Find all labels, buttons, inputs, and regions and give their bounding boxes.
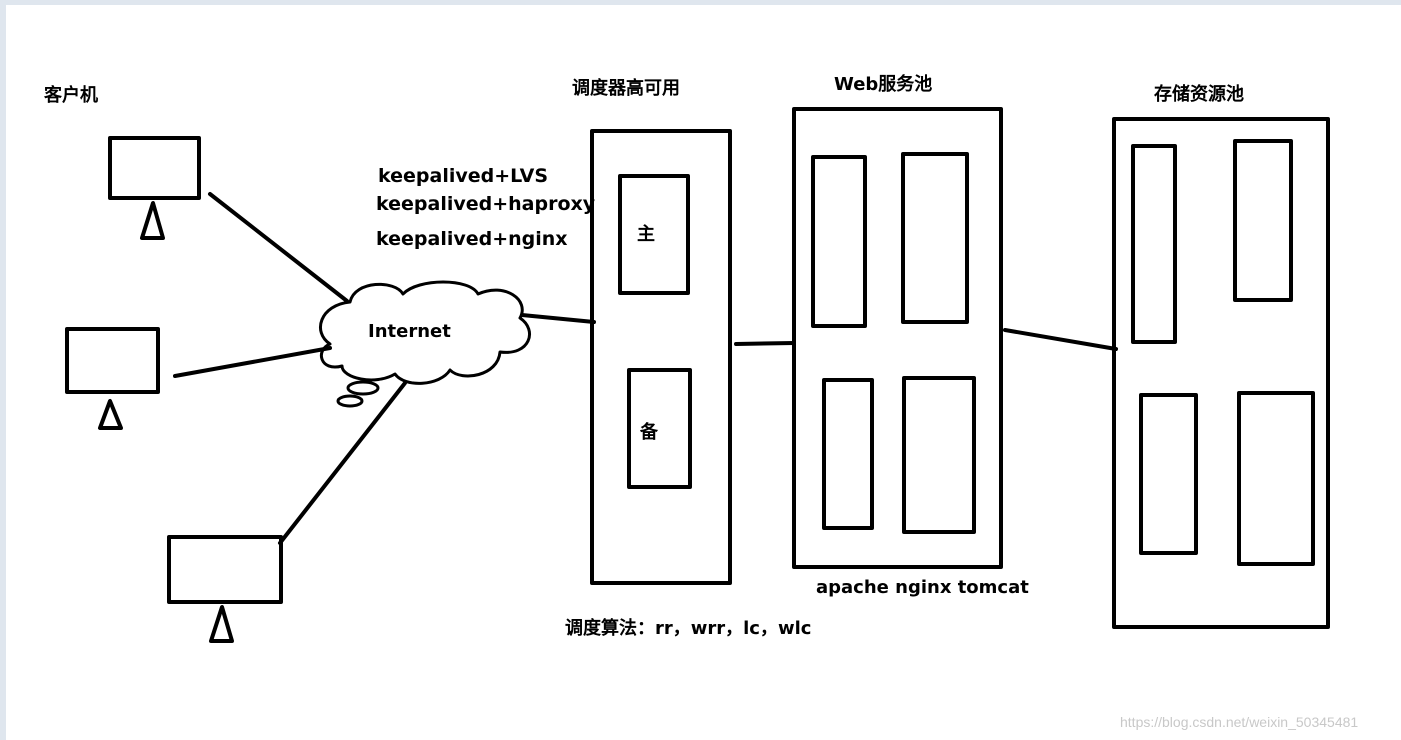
internet-cloud	[319, 280, 531, 408]
web-pool-label: Web服务池	[834, 74, 933, 95]
client-computer-2	[65, 327, 160, 430]
internet-label: Internet	[368, 321, 451, 342]
cloud-outline	[319, 280, 531, 385]
watermark: https://blog.csdn.net/weixin_50345481	[1120, 714, 1359, 730]
algorithms-label: 调度算法：rr，wrr，lc，wlc	[565, 618, 812, 639]
window-frame-top	[0, 0, 1401, 5]
storage-unit-3	[1139, 393, 1198, 555]
link-client1-internet	[208, 192, 349, 303]
storage-unit-2	[1233, 139, 1293, 302]
web-pool-container	[792, 107, 1003, 569]
client-computer-3	[167, 535, 283, 643]
ha-combo-haproxy: keepalived+haproxy	[376, 193, 596, 215]
client-stand-1	[140, 201, 165, 240]
cloud-tail-2	[336, 394, 364, 408]
client-monitor-3	[167, 535, 283, 604]
client-stand-3	[209, 605, 234, 643]
storage-unit-4	[1237, 391, 1315, 566]
link-internet-scheduler	[520, 313, 596, 324]
storage-pool-box	[1112, 117, 1330, 629]
client-stand-2	[98, 399, 123, 430]
scheduler-box	[590, 129, 732, 585]
link-client3-internet	[278, 381, 407, 545]
link-scheduler-web	[734, 341, 796, 346]
web-server-1	[811, 155, 867, 328]
scheduler-master	[618, 174, 690, 295]
storage-pool-label: 存储资源池	[1154, 84, 1244, 105]
web-server-2	[901, 152, 969, 324]
ha-combo-lvs: keepalived+LVS	[378, 165, 549, 187]
web-pool-box	[792, 107, 1003, 569]
web-servers-label: apache nginx tomcat	[816, 577, 1029, 598]
scheduler-container	[590, 129, 732, 585]
ha-scheduler-label: 调度器高可用	[572, 78, 680, 99]
link-web-storage	[1003, 328, 1118, 351]
scheduler-backup	[627, 368, 692, 489]
ha-combo-nginx: keepalived+nginx	[376, 228, 568, 250]
client-computer-1	[108, 136, 201, 240]
window-frame-left	[0, 0, 6, 740]
master-label: 主	[637, 224, 655, 245]
client-monitor-2	[65, 327, 160, 394]
storage-unit-1	[1131, 144, 1177, 344]
backup-label: 备	[640, 422, 658, 443]
web-server-3	[822, 378, 874, 530]
clients-label: 客户机	[44, 85, 98, 106]
client-monitor-1	[108, 136, 201, 200]
link-client2-internet	[173, 346, 332, 378]
web-server-4	[902, 376, 976, 534]
storage-pool-container	[1112, 117, 1330, 629]
cloud-tail-1	[346, 380, 380, 396]
